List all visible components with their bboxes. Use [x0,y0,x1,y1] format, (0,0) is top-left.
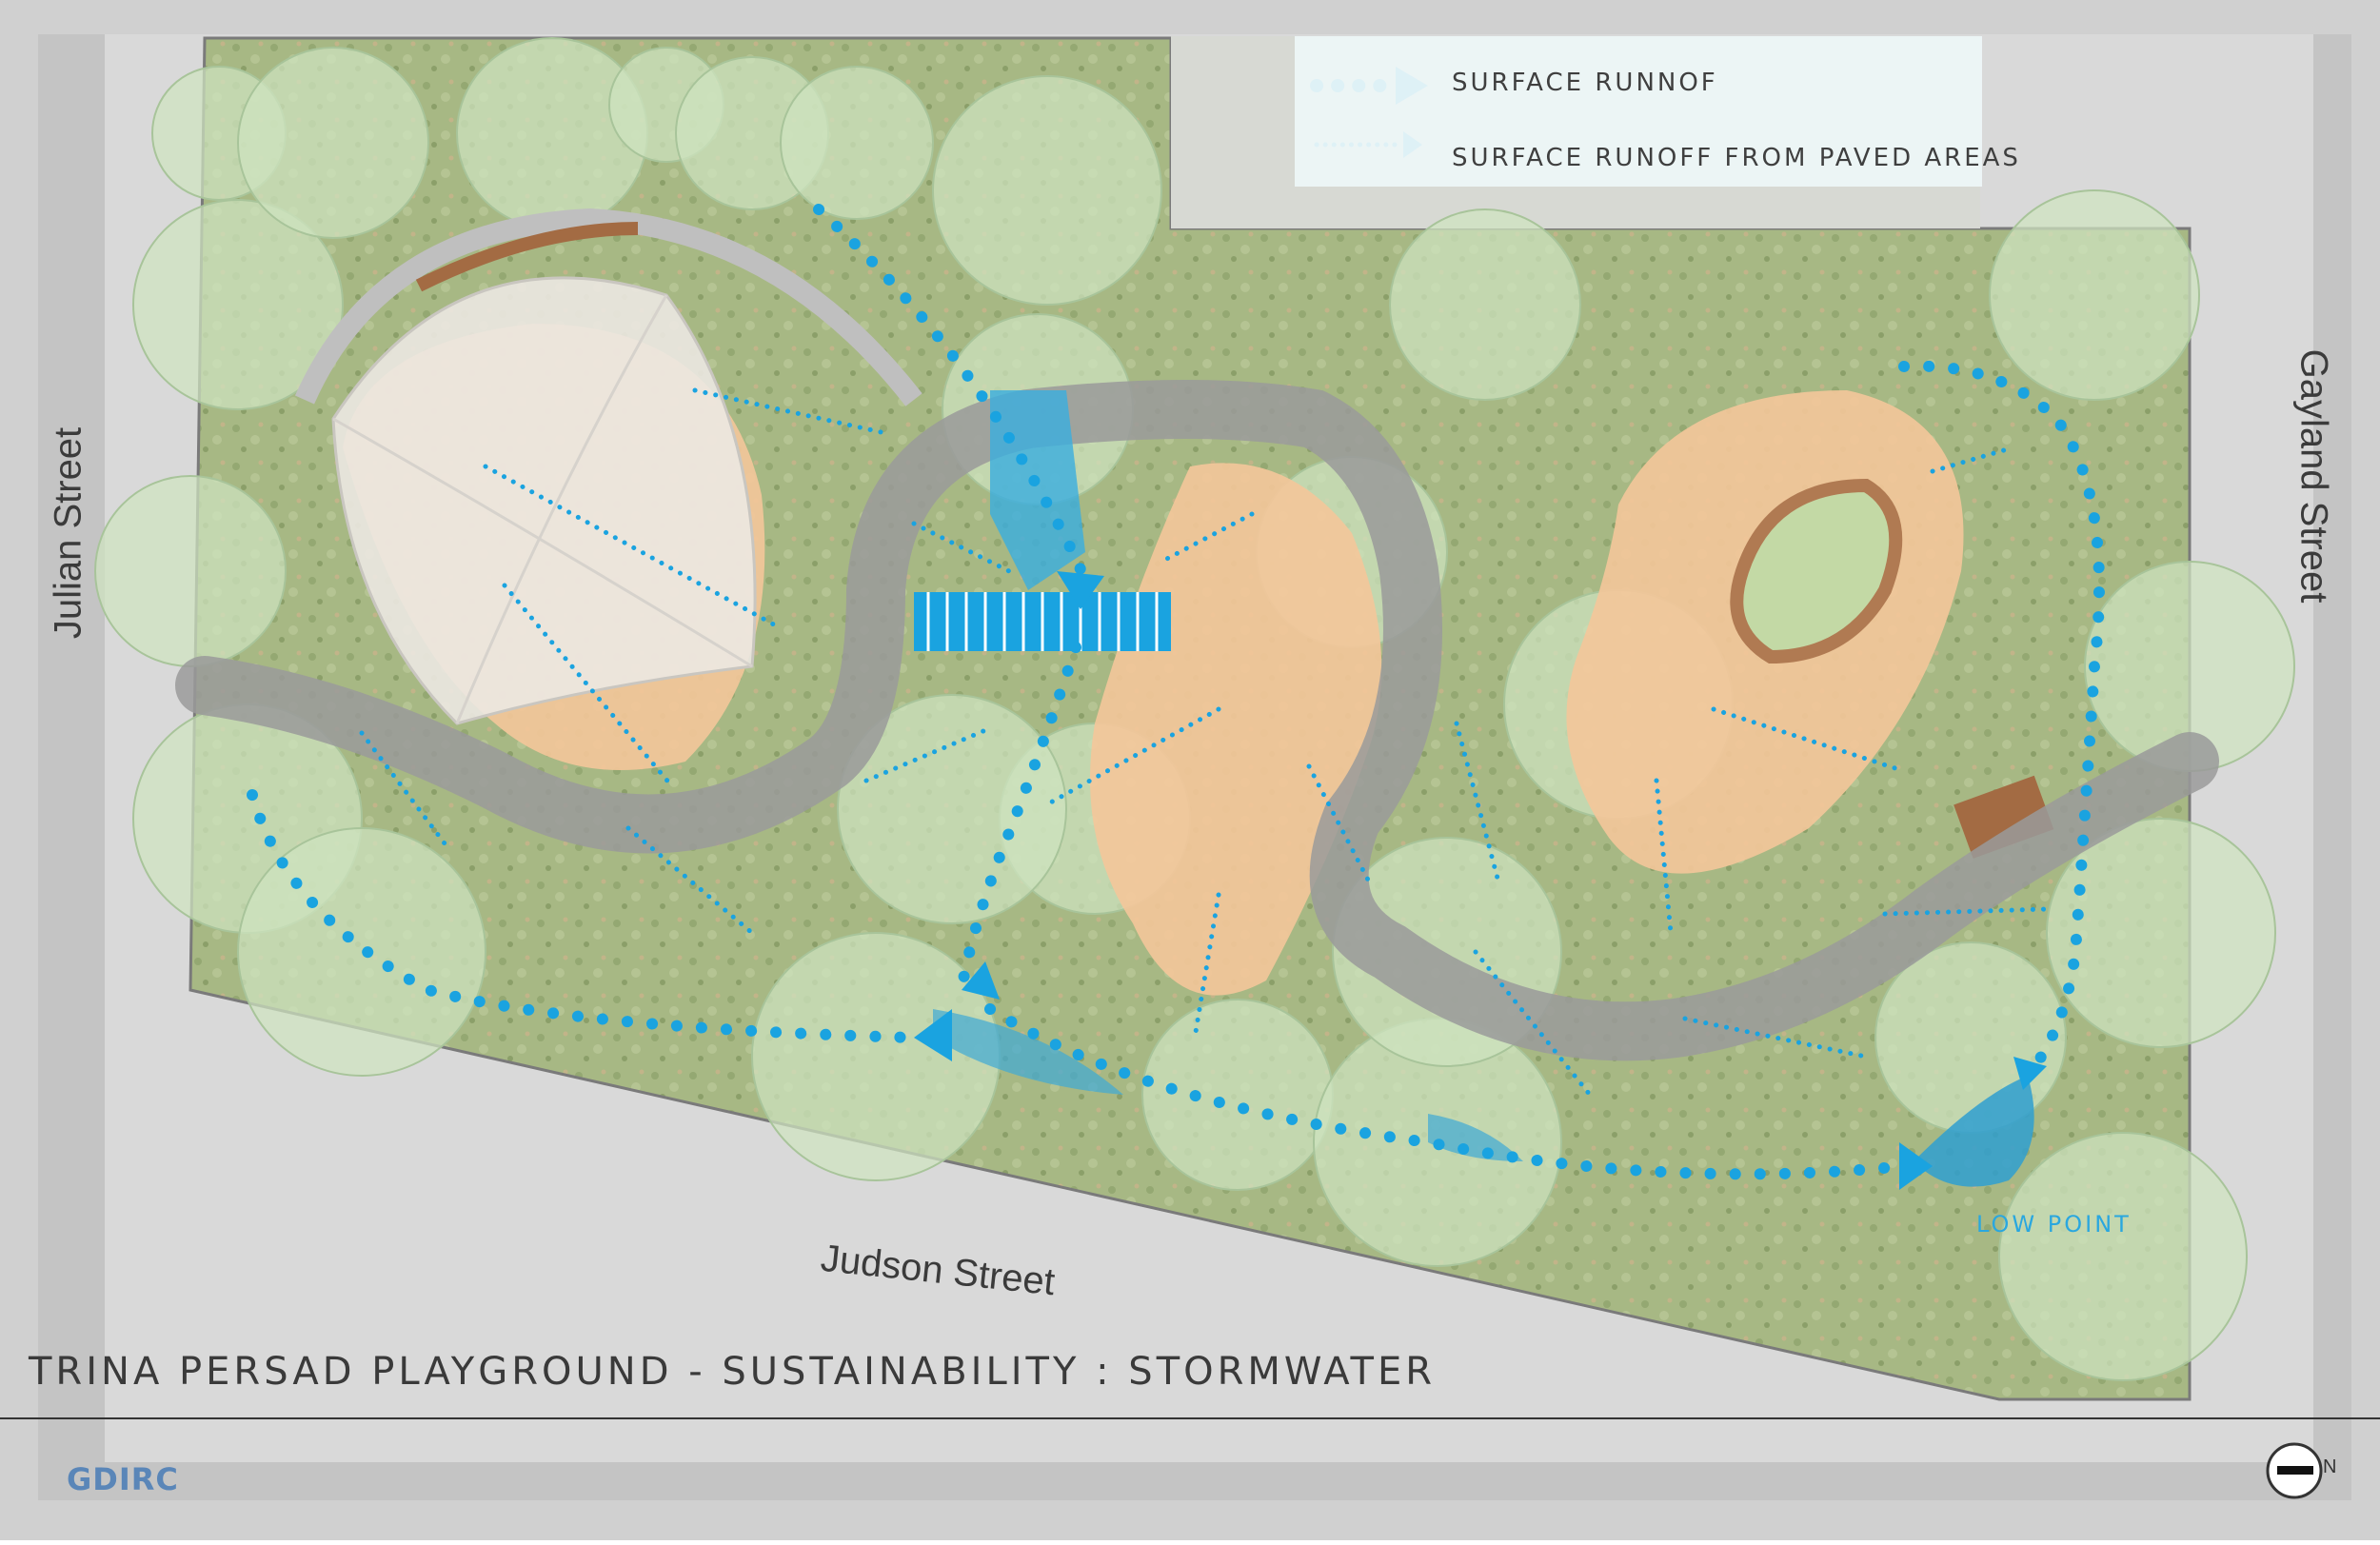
gdirc-logo: GDIRC [67,1461,179,1497]
paved-runoff-arrow [692,387,888,436]
paved-runoff-arrow [483,464,783,631]
bioswale-west [933,1009,1123,1095]
tree-icon [751,932,1001,1181]
low-point-label: LOW POINT [1976,1211,2132,1238]
runoff-arrowheads [914,571,2047,1190]
street-label-julian: Julian Street [47,426,89,640]
bench-icon [415,222,639,292]
tree-icon [780,66,934,220]
paved-runoff-arrow [1044,706,1221,807]
arrowhead-icon [1057,571,1104,609]
legend-label-surface-runoff: SURFACE RUNNOF [1452,69,1718,97]
paved-runoff-arrow [502,583,674,788]
paved-runoff-arrow [911,521,1012,574]
street-label-gayland: Gayland Street [2292,348,2335,604]
runoff-central [956,642,1081,996]
tree-icon [1998,1132,2248,1381]
tree-icon [1874,941,2067,1134]
bioswale-low-point [1914,1076,2034,1187]
tree-icon [837,694,1067,924]
shade-sail-seams [332,294,753,724]
arrowhead-icon [914,1009,952,1061]
paved-runoff-arrow [1192,892,1221,1040]
north-arrow-icon [2266,1442,2323,1499]
paved-runoff-arrow [1454,721,1502,888]
runoff-south [984,1003,1910,1180]
paved-runoff-arrow [1711,706,1907,774]
legend-label-paved-runoff: SURFACE RUNOFF FROM PAVED AREAS [1452,144,2021,172]
arrowhead-icon [1899,1142,1933,1190]
tree-icon [237,47,429,239]
tree-icon [237,827,486,1077]
tree-icon [1989,189,2200,401]
surface-runoff-lines [247,204,2105,1180]
paved-runoff-arrow [625,825,755,936]
tree-icon [94,475,287,667]
runoff-east [1898,360,2105,1081]
tree-icon [932,75,1162,306]
trench-drain-grate [926,592,1159,651]
paved-runoff-arrow [1654,778,1674,936]
north-label: N [2323,1456,2337,1477]
arrowhead-icon [962,961,1000,1000]
map-legend: SURFACE RUNNOF SURFACE RUNOFF FROM PAVED… [1295,36,2018,187]
paved-runoff-arrow [1306,763,1374,888]
arrowhead-icon [2013,1057,2047,1090]
paved-runoff-arrow [1930,445,2016,474]
paved-runoff-arrow [1159,511,1255,565]
page-title: TRINA PERSAD PLAYGROUND - SUSTAINABILITY… [29,1350,1437,1394]
paved-runoff-lines [359,387,2050,1098]
bench-icon [1730,478,1903,664]
tree-icon [2046,818,2276,1048]
shade-sail-icon [331,276,757,725]
paved-runoff-arrow [1682,1016,1869,1060]
curved-wall [294,208,922,406]
tree-icon [1141,999,1334,1191]
bioswale-middle [1428,1114,1523,1161]
paved-runoff-arrow [863,725,993,783]
tree-icon [132,199,344,410]
walking-path [175,380,2219,1061]
paved-runoff-arrow [1473,949,1593,1098]
tree-icon [1389,208,1581,401]
